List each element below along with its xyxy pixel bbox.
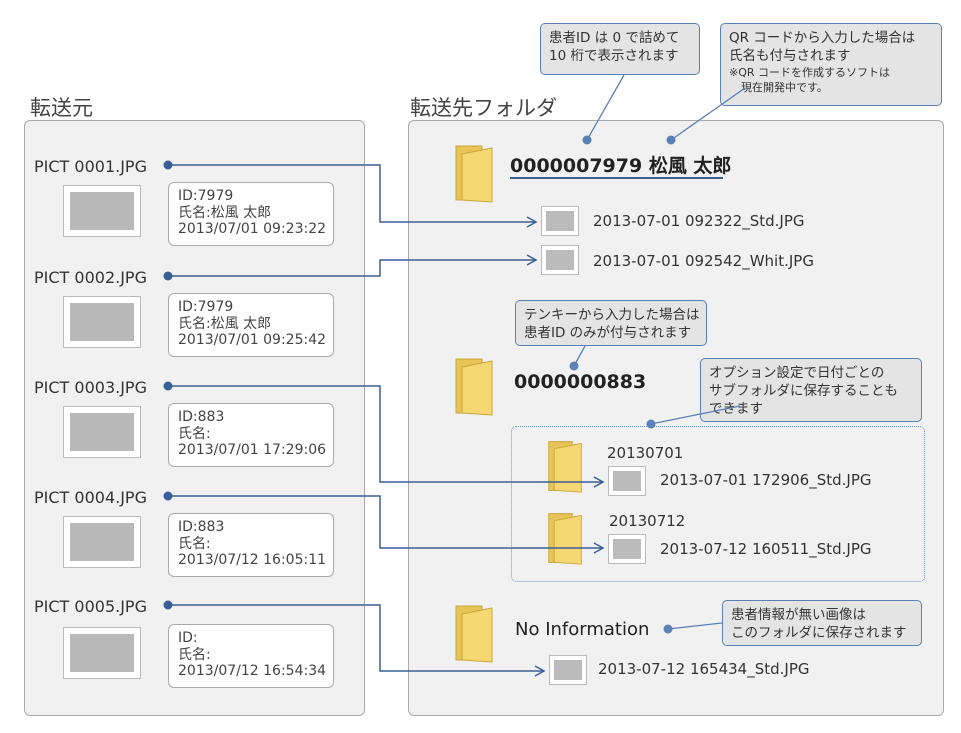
- folder-name-patient-7979[interactable]: 0000007979 松風 太郎: [510, 155, 732, 177]
- callout-text: できます: [709, 401, 763, 417]
- dest-title: 転送先フォルダ: [410, 96, 557, 120]
- source-file-1[interactable]: PICT 0001.JPG: [34, 157, 147, 176]
- dest-file[interactable]: 2013-07-12 160511_Std.JPG: [660, 540, 872, 558]
- meta-date: 2013/07/12 16:05:11: [178, 552, 327, 568]
- callout-text: 氏名も付与されます: [729, 48, 851, 64]
- meta-name: 氏名:: [178, 425, 211, 442]
- callout-text: 患者ID は 0 で詰めて: [549, 30, 680, 46]
- source-thumbnail-3: [63, 406, 141, 458]
- callout-text: 10 桁で表示されます: [549, 48, 679, 64]
- source-meta-2: ID:7979 氏名:松風 太郎 2013/07/01 09:25:42: [168, 293, 334, 357]
- folder-name-underline: [510, 177, 723, 179]
- dest-thumbnail: [541, 245, 579, 275]
- meta-date: 2013/07/01 09:25:42: [178, 332, 327, 348]
- callout-no-information: 患者情報が無い画像は このフォルダに保存されます: [722, 600, 922, 646]
- dest-thumbnail: [608, 466, 646, 496]
- dest-thumbnail: [541, 206, 579, 236]
- dest-thumbnail: [549, 655, 587, 685]
- callout-text: テンキーから入力した場合は: [524, 307, 700, 323]
- source-meta-5: ID: 氏名: 2013/07/12 16:54:34: [168, 624, 334, 688]
- callout-id-padding: 患者ID は 0 で詰めて 10 桁で表示されます: [540, 23, 700, 75]
- meta-id: ID:883: [178, 519, 225, 535]
- meta-id: ID:7979: [178, 188, 234, 204]
- dest-thumbnail: [608, 534, 646, 564]
- meta-id: ID:883: [178, 409, 225, 425]
- source-file-2[interactable]: PICT 0002.JPG: [34, 268, 147, 287]
- source-file-5[interactable]: PICT 0005.JPG: [34, 597, 147, 616]
- callout-text: サブフォルダに保存することも: [709, 383, 898, 399]
- source-thumbnail-2: [63, 296, 141, 348]
- source-file-3[interactable]: PICT 0003.JPG: [34, 378, 147, 397]
- meta-date: 2013/07/12 16:54:34: [178, 663, 327, 679]
- source-meta-1: ID:7979 氏名:松風 太郎 2013/07/01 09:23:22: [168, 182, 334, 246]
- meta-date: 2013/07/01 09:23:22: [178, 221, 327, 237]
- subfolder-name[interactable]: 20130701: [607, 444, 684, 462]
- callout-text: QR コードから入力した場合は: [729, 30, 916, 46]
- callout-subfolder-option: オプション設定で日付ごとの サブフォルダに保存することも できます: [700, 358, 922, 422]
- folder-icon: [455, 605, 493, 663]
- meta-name: 氏名:松風 太郎: [178, 315, 272, 332]
- dest-file[interactable]: 2013-07-01 092322_Std.JPG: [593, 212, 805, 230]
- meta-name: 氏名:: [178, 535, 211, 552]
- source-thumbnail-4: [63, 516, 141, 568]
- source-meta-4: ID:883 氏名: 2013/07/12 16:05:11: [168, 513, 334, 577]
- folder-name-patient-883[interactable]: 0000000883: [514, 371, 647, 393]
- callout-text: このフォルダに保存されます: [731, 625, 907, 641]
- callout-note: ※QR コードを作成するソフトは: [729, 66, 891, 79]
- callout-text: 患者情報が無い画像は: [731, 607, 866, 623]
- callout-text: オプション設定で日付ごとの: [709, 365, 885, 381]
- meta-name: 氏名:松風 太郎: [178, 204, 272, 221]
- source-thumbnail-5: [63, 627, 141, 679]
- meta-id: ID:: [178, 630, 198, 646]
- source-file-4[interactable]: PICT 0004.JPG: [34, 488, 147, 507]
- meta-id: ID:7979: [178, 299, 234, 315]
- folder-icon: [455, 145, 493, 203]
- meta-name: 氏名:: [178, 646, 211, 663]
- dest-file[interactable]: 2013-07-01 092542_Whit.JPG: [593, 252, 814, 270]
- source-meta-3: ID:883 氏名: 2013/07/01 17:29:06: [168, 403, 334, 467]
- dest-file[interactable]: 2013-07-01 172906_Std.JPG: [660, 471, 872, 489]
- subfolder-group: [511, 426, 925, 582]
- dest-file[interactable]: 2013-07-12 165434_Std.JPG: [598, 660, 810, 678]
- callout-qr-code: QR コードから入力した場合は 氏名も付与されます ※QR コードを作成するソフ…: [720, 23, 942, 106]
- folder-icon: [455, 358, 493, 416]
- subfolder-name[interactable]: 20130712: [609, 512, 686, 530]
- source-title: 転送元: [30, 96, 93, 120]
- source-thumbnail-1: [63, 185, 141, 237]
- callout-text: 患者ID のみが付与されます: [524, 325, 692, 341]
- meta-date: 2013/07/01 17:29:06: [178, 442, 327, 458]
- callout-note: 現在開発中です。: [741, 81, 828, 94]
- callout-tenkey: テンキーから入力した場合は 患者ID のみが付与されます: [515, 300, 707, 346]
- folder-name-no-information[interactable]: No Information: [515, 619, 650, 640]
